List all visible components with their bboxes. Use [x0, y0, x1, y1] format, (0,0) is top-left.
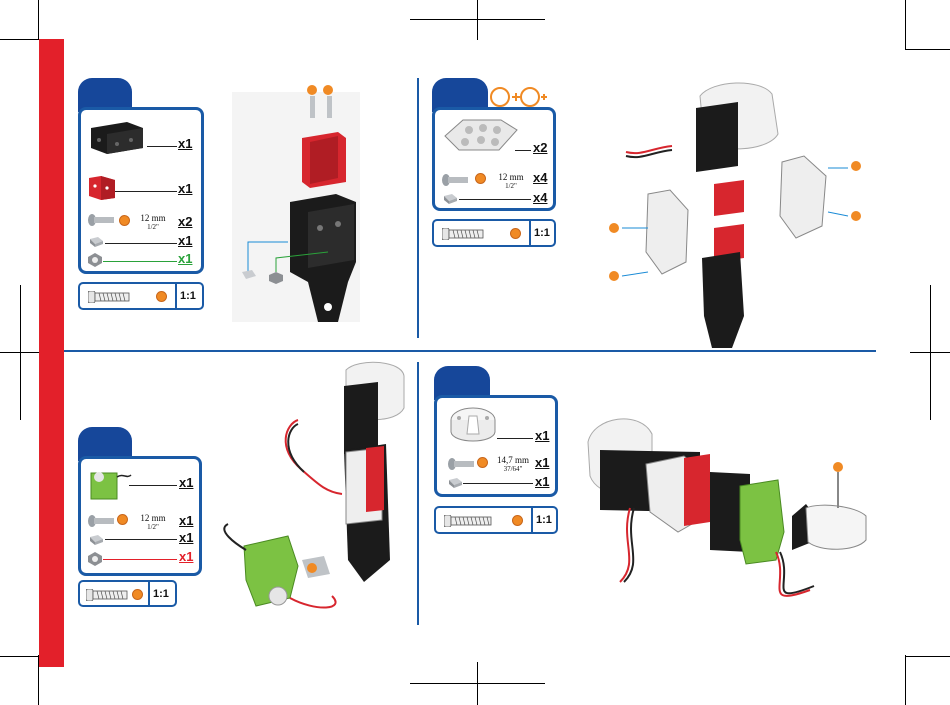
scale-divider [531, 508, 533, 532]
quantity: x1 [178, 136, 192, 151]
scale-ratio: 1:1 [536, 514, 552, 526]
parts-list: x1 12 mm 1/2" x1 x1 x1 [78, 456, 202, 576]
gear-plate-icon [441, 116, 519, 154]
scale-divider [529, 221, 531, 245]
part-number-badge [512, 515, 523, 526]
leader-line [105, 243, 177, 244]
crop-mark [905, 49, 950, 50]
quantity: x1 [535, 474, 549, 489]
scale-divider [148, 582, 150, 605]
quantity: x1 [535, 428, 549, 443]
screw-icon [87, 513, 117, 529]
quantity: x1 [179, 530, 193, 545]
quantity: x1 [179, 549, 193, 564]
scale-ratio: 1:1 [534, 227, 550, 239]
assembly-illustration [206, 360, 406, 622]
quantity: x4 [533, 170, 547, 185]
crop-mark [905, 656, 950, 657]
part-number-badge [156, 291, 167, 302]
servo-bracket-black-icon [87, 118, 147, 156]
parts-list: x1 14,7 mm 37/64" x1 x1 [434, 395, 558, 497]
registration-mark [477, 0, 478, 40]
parts-list: x2 12 mm 1/2" x4 x4 [432, 107, 556, 211]
screw-length: 12 mm 1/2" [491, 172, 531, 190]
assembly-illustration [580, 412, 880, 612]
quantity: x1 [535, 455, 549, 470]
screw-scale-box: 1:1 [432, 219, 556, 247]
plus-circles-icon [489, 86, 547, 108]
round-hub-white-icon [447, 404, 499, 446]
square-nut-icon [447, 476, 463, 490]
leader-line [497, 438, 533, 439]
quantity: x1 [179, 475, 193, 490]
u-bracket-red-icon [87, 174, 117, 202]
registration-mark [20, 285, 21, 420]
screw-length: 12 mm 1/2" [133, 213, 173, 231]
crop-mark [0, 39, 39, 40]
quantity: x1 [178, 233, 192, 248]
leader-line [459, 199, 531, 200]
square-nut-icon [442, 192, 458, 206]
screw-scale-icon [88, 291, 130, 303]
screw-scale-icon [442, 228, 484, 240]
crop-mark [905, 0, 906, 50]
screw-scale-icon [444, 515, 492, 527]
screw-scale-box: 1:1 [78, 282, 204, 310]
scale-divider [175, 284, 177, 308]
quantity: x2 [533, 140, 547, 155]
square-nut-icon [88, 235, 104, 249]
crop-mark [0, 656, 39, 657]
leader-line [147, 146, 177, 147]
part-number-badge [477, 457, 488, 468]
assembly-illustration [228, 82, 373, 325]
registration-mark [930, 285, 931, 420]
column-divider [417, 362, 419, 625]
part-number-badge [475, 173, 486, 184]
screw-length: 12 mm 1/2" [131, 513, 175, 531]
screw-icon [447, 456, 477, 472]
quantity: x2 [178, 214, 192, 229]
leader-line [103, 261, 177, 262]
lock-nut-icon [87, 252, 103, 268]
screw-length: 14,7 mm 37/64" [491, 455, 535, 473]
scale-ratio: 1:1 [153, 588, 169, 600]
servo-motor-green-icon [87, 465, 133, 503]
quantity: x1 [179, 513, 193, 528]
screw-icon [87, 212, 117, 228]
leader-line [129, 485, 177, 486]
square-nut-icon [88, 533, 104, 547]
quantity: x1 [178, 251, 192, 266]
lock-nut-icon [87, 551, 103, 567]
registration-mark [477, 662, 478, 705]
leader-line [115, 191, 177, 192]
screw-scale-icon [86, 589, 128, 601]
screw-scale-box: 1:1 [434, 506, 558, 534]
part-number-badge [119, 215, 130, 226]
column-divider [417, 78, 419, 338]
screw-scale-box: 1:1 [78, 580, 177, 607]
screw-icon [441, 172, 471, 188]
parts-list: x1 x1 12 mm 1/2" x2 x1 x1 [78, 107, 204, 274]
leader-line [105, 539, 177, 540]
part-number-badge [510, 228, 521, 239]
crop-mark [905, 655, 906, 705]
leader-line [515, 150, 531, 151]
scale-ratio: 1:1 [180, 290, 196, 302]
quantity: x1 [178, 181, 192, 196]
part-number-badge [117, 514, 128, 525]
quantity: x4 [533, 190, 547, 205]
leader-line [103, 559, 177, 560]
page-edge-bar [39, 39, 64, 667]
part-number-badge [132, 589, 143, 600]
crop-mark [38, 0, 39, 40]
assembly-illustration [592, 76, 872, 351]
leader-line [463, 483, 533, 484]
